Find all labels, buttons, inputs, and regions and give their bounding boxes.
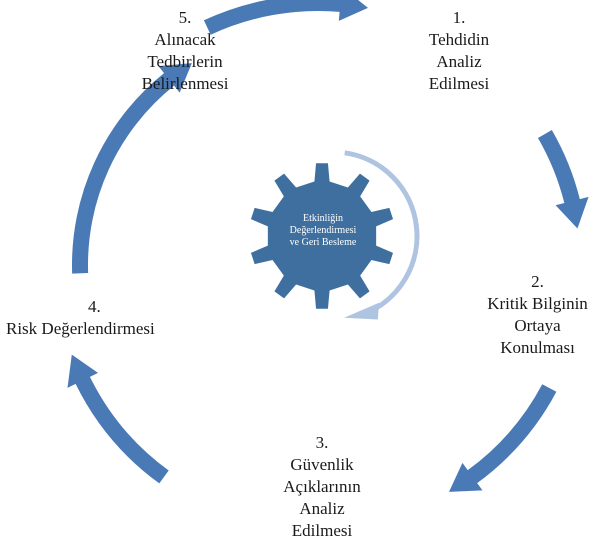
step-2: 2. Kritik Bilginin Ortaya Konulması bbox=[470, 271, 605, 359]
arrow-step4-to-step5 bbox=[72, 63, 192, 274]
step-2-line: Kritik Bilginin bbox=[487, 294, 588, 313]
center-gear bbox=[250, 163, 394, 309]
arrow-step5-to-step1 bbox=[203, 0, 368, 35]
step-3-number: 3. bbox=[315, 433, 329, 452]
step-3-line: Güvenlik bbox=[290, 455, 354, 474]
feedback-arrowhead bbox=[344, 302, 379, 320]
step-1-line: Tehdidin bbox=[428, 30, 490, 49]
gear-icon bbox=[250, 163, 394, 309]
arrow-step1-to-step2 bbox=[537, 130, 589, 229]
step-2-line: Ortaya bbox=[514, 316, 561, 335]
step-3-line: Açıklarının bbox=[283, 477, 361, 496]
feedback-ring-arrow bbox=[344, 150, 420, 320]
step-5-line: Alınacak bbox=[154, 30, 216, 49]
center-label-line: ve Geri Besleme bbox=[289, 237, 357, 248]
step-3-line: Edilmesi bbox=[291, 521, 353, 540]
step-1: 1. Tehdidin Analiz Edilmesi bbox=[404, 7, 514, 95]
step-1-line: Analiz bbox=[436, 52, 482, 71]
step-5-number: 5. bbox=[178, 8, 192, 27]
cycle-arrows bbox=[67, 0, 589, 492]
step-5-line: Belirlenmesi bbox=[141, 74, 229, 93]
arrow-step2-to-step3 bbox=[449, 384, 557, 492]
step-1-number: 1. bbox=[452, 8, 466, 27]
center-label-line: Değerlendirmesi bbox=[289, 225, 357, 236]
step-4-line: Risk Değerlendirmesi bbox=[6, 319, 155, 338]
step-5-line: Tedbirlerin bbox=[147, 52, 223, 71]
center-label-line: Etkinliğin bbox=[303, 213, 343, 224]
step-3: 3. Güvenlik Açıklarının Analiz Edilmesi bbox=[262, 432, 382, 542]
arrow-step3-to-step4 bbox=[67, 354, 169, 484]
feedback-arc bbox=[344, 150, 420, 317]
step-4: 4. Risk Değerlendirmesi bbox=[0, 296, 205, 340]
step-1-line: Edilmesi bbox=[428, 74, 490, 93]
step-2-number: 2. bbox=[531, 272, 544, 291]
step-2-line: Konulması bbox=[500, 338, 575, 357]
step-3-line: Analiz bbox=[299, 499, 345, 518]
center-label: Etkinliğin Değerlendirmesi ve Geri Besle… bbox=[268, 213, 378, 249]
step-4-number: 4. bbox=[88, 297, 101, 316]
step-5: 5. Alınacak Tedbirlerin Belirlenmesi bbox=[120, 7, 250, 95]
